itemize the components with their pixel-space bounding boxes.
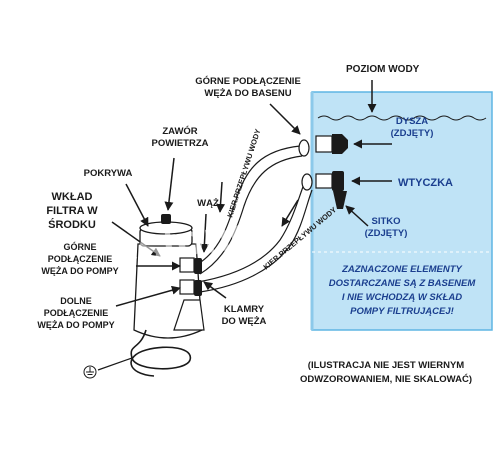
pool-fittings [315,134,348,209]
arrow-icon [345,205,369,227]
label-lower-pump-connection-1: DOLNE [60,296,92,306]
pool [310,91,493,331]
label-upper-pool-connection-1: GÓRNE PODŁĄCZENIE [195,75,301,87]
label-upper-pool-connection-2: WĘŻA DO BASENU [204,88,291,99]
label-strainer-1: SITKO [371,216,400,227]
arrow-icon [269,103,301,135]
label-nozzle-2: (ZDJĘTY) [391,128,434,139]
lower-hose-clamp [194,280,202,296]
arrow-icon [111,221,161,257]
disclaimer-line-2: ODWZOROWANIEM, NIE SKALOWAĆ) [300,373,472,385]
label-lower-pump-connection-3: WĘŻA DO POMPY [37,320,114,330]
power-cord-lead [97,357,133,371]
label-strainer-2: (ZDJĘTY) [365,228,408,239]
label-air-valve-2: POWIETRZA [152,138,209,149]
upper-hose-clamp [194,258,202,274]
arrow-icon [199,213,209,253]
arrow-icon [216,181,226,213]
note-line-3: I NIE WCHODZĄ W SKŁAD [342,292,462,303]
lower-pump-port [179,279,195,295]
disclaimer-line-1: (ILUSTRACJA NIE JEST WIERNYM [308,360,464,371]
label-cartridge-3: ŚRODKU [48,218,96,231]
label-water-level: POZIOM WODY [346,64,420,75]
label-lower-pump-connection-2: PODŁĄCZENIE [44,308,109,318]
air-valve [161,214,171,224]
note-line-1: ZAZNACZONE ELEMENTY [341,264,463,275]
pump-motor-housing [173,299,205,331]
nozzle [332,134,348,154]
lower-hose-end [301,173,313,191]
leader-arrows [111,80,392,307]
ground-icon [83,365,97,379]
label-nozzle-1: DYSZA [396,116,428,127]
upper-hose-end [298,139,310,157]
arrow-icon [115,285,181,307]
lower-hose-outline [199,189,313,293]
label-plug: WTYCZKA [398,177,453,189]
note-line-4: POMPY FILTRUJĄCEJ! [350,306,454,317]
arrow-icon [281,199,299,227]
label-cartridge-2: FILTRA W [46,205,98,217]
label-lid: POKRYWA [84,168,133,179]
arrow-icon [164,157,175,211]
arrow-icon [203,281,227,299]
note-line-2: DOSTARCZANE SĄ Z BASENEM [329,278,477,289]
lower-wall-fitting [315,173,333,189]
upper-wall-fitting [315,135,333,153]
pool-water [311,91,493,331]
power-cord [130,329,191,377]
label-upper-pump-connection-3: WĘŻA DO POMPY [41,266,118,276]
arrow-icon [125,183,149,227]
upper-hose [197,145,301,265]
label-cartridge-1: WKŁAD [52,191,93,203]
label-upper-pump-connection-1: GÓRNE [63,241,96,252]
plug [332,171,344,191]
label-air-valve-1: ZAWÓR [162,125,197,137]
strainer [333,191,347,209]
label-hose-clamps-2: DO WĘŻA [222,316,267,327]
label-upper-pump-connection-2: PODŁĄCZENIE [48,254,113,264]
upper-hose-outline [199,155,303,275]
water-surface-wave [317,115,487,121]
label-hose-clamps-1: KLAMRY [224,304,265,315]
label-hose: WĄŻ [197,198,219,209]
